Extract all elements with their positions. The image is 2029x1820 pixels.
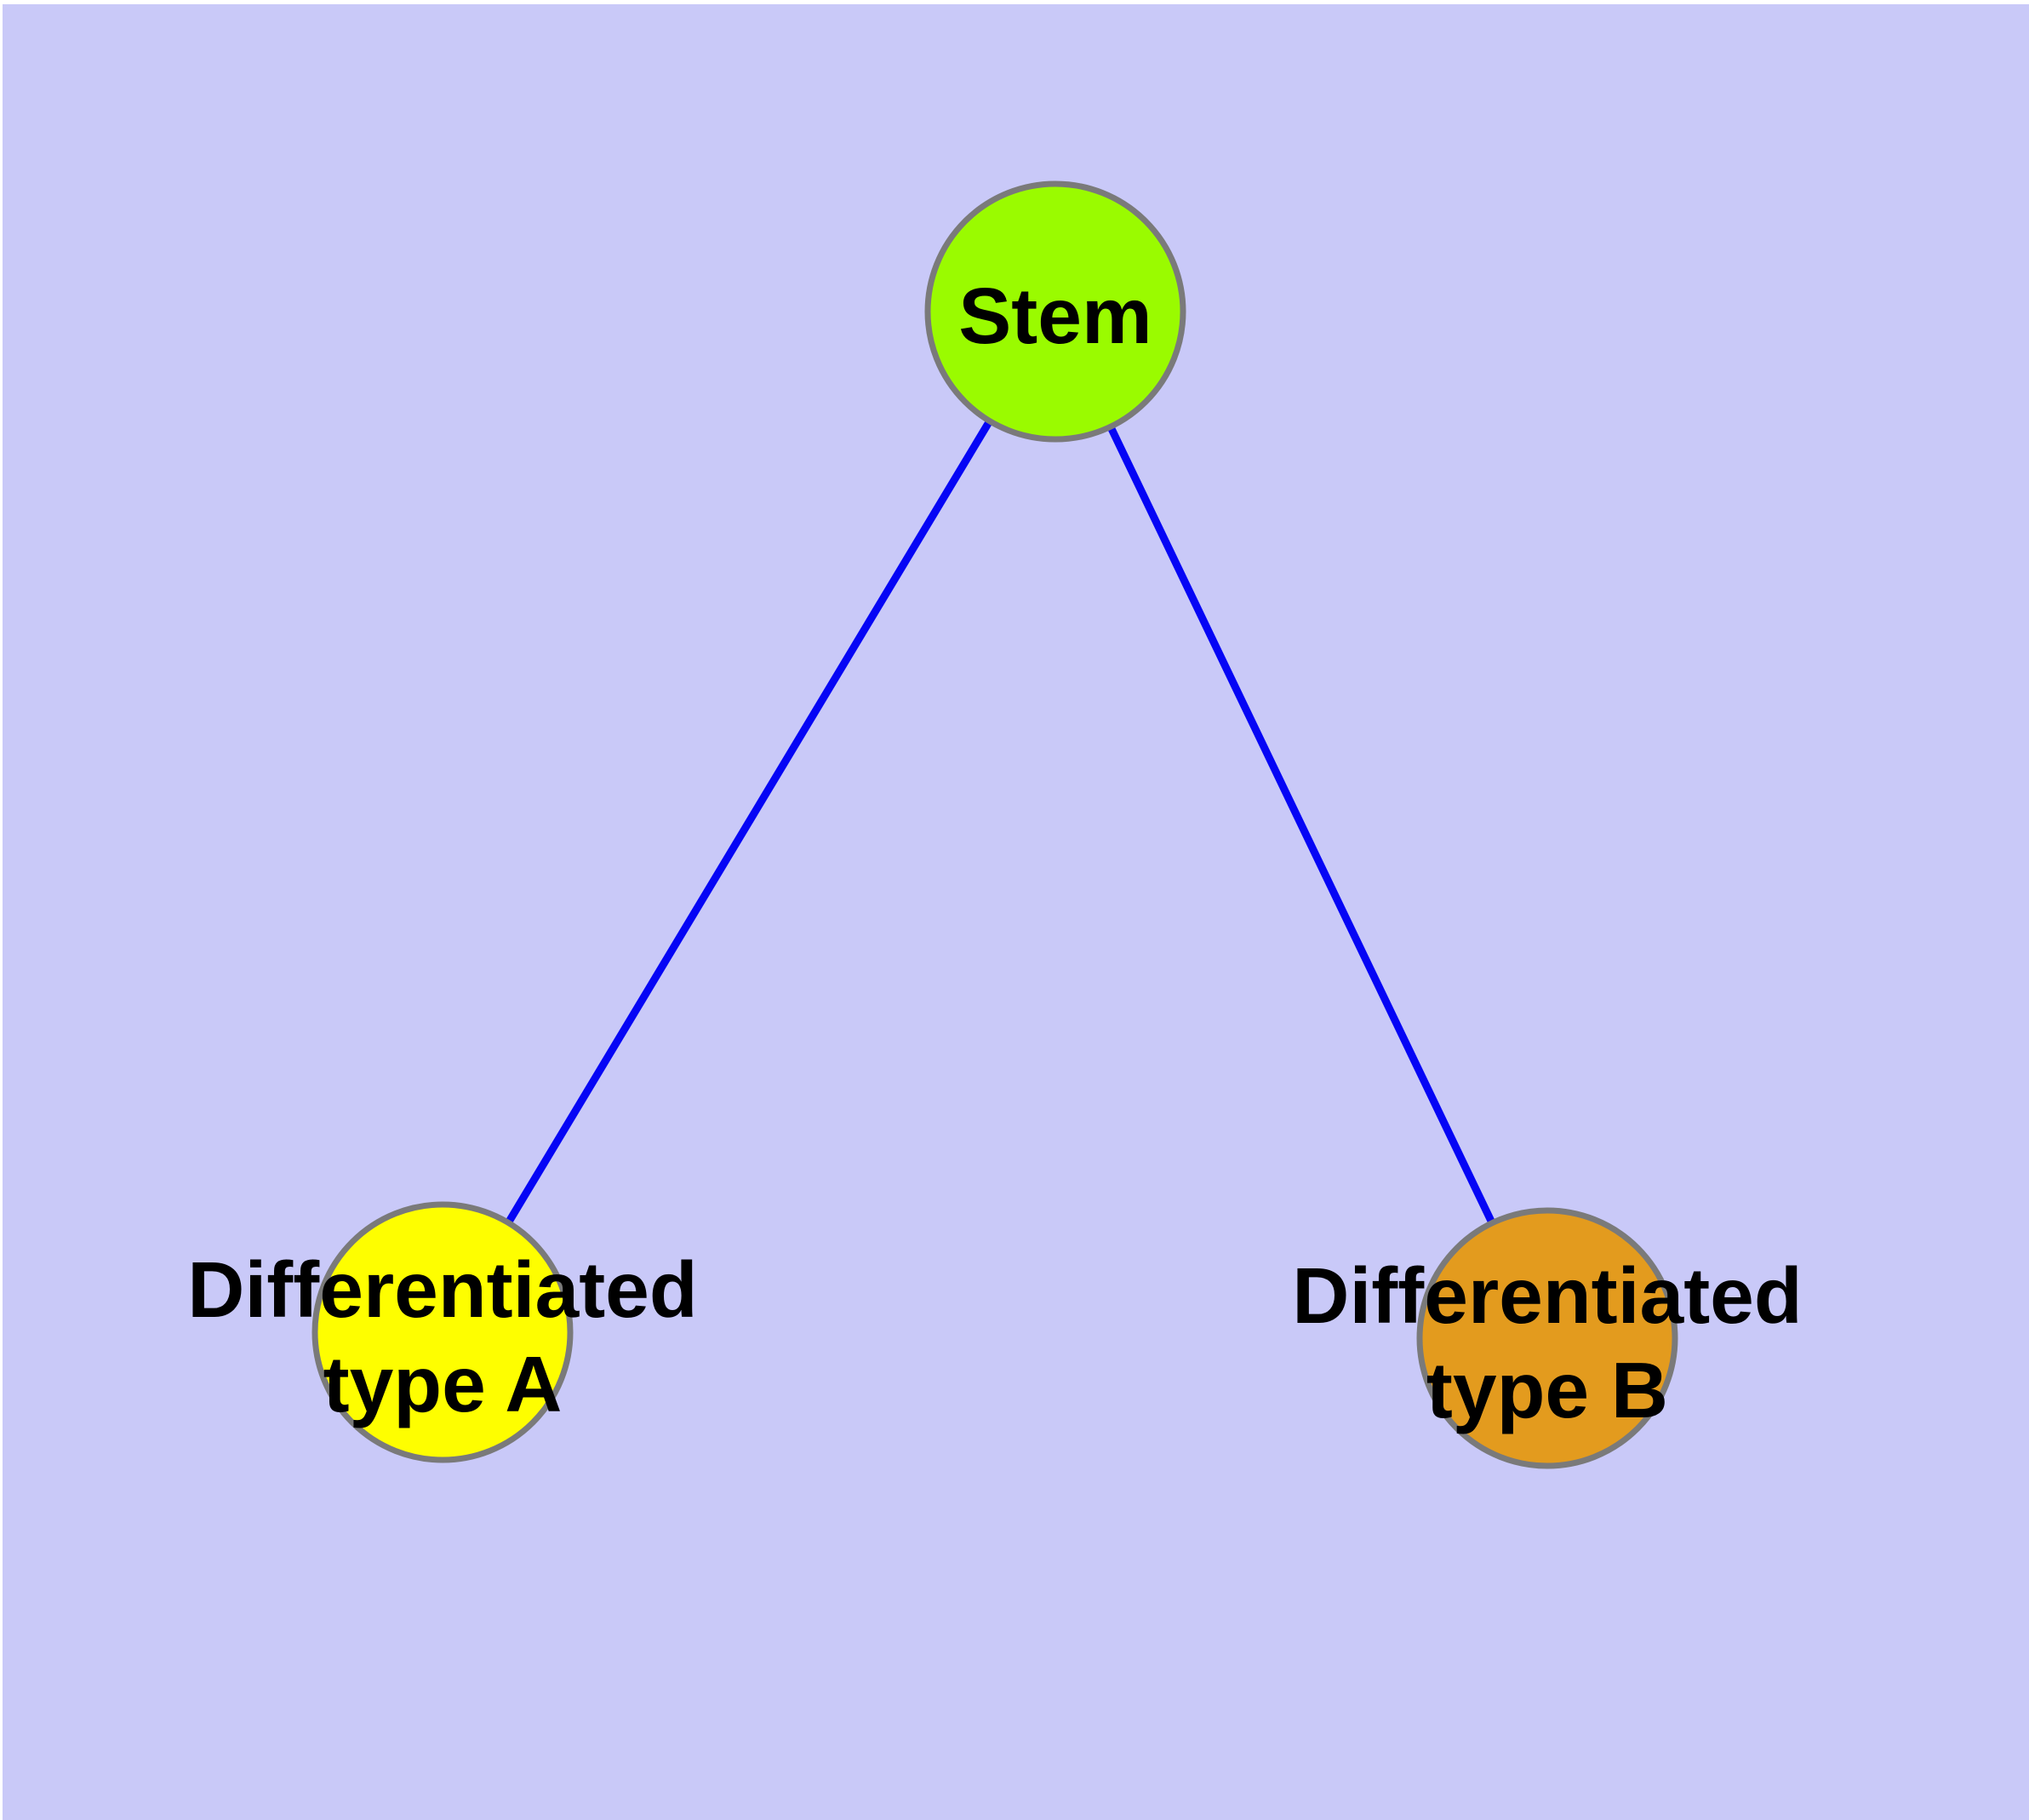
node-type-b-circle [1416,1207,1678,1469]
node-type-b-label-line1: Differentiated [1292,1251,1802,1340]
edge-stem-to-type-b [1051,310,1552,1340]
node-stem-circle [924,180,1186,443]
node-type-a-circle [311,1201,574,1463]
node-stem-label: Stem [958,272,1152,360]
node-type-b-label-line2: type B [1426,1346,1668,1434]
node-type-a-label-line1: Differentiated [187,1245,697,1334]
edge-stem-to-type-a [439,309,1059,1335]
node-type-a-label-line2: type A [323,1340,563,1428]
